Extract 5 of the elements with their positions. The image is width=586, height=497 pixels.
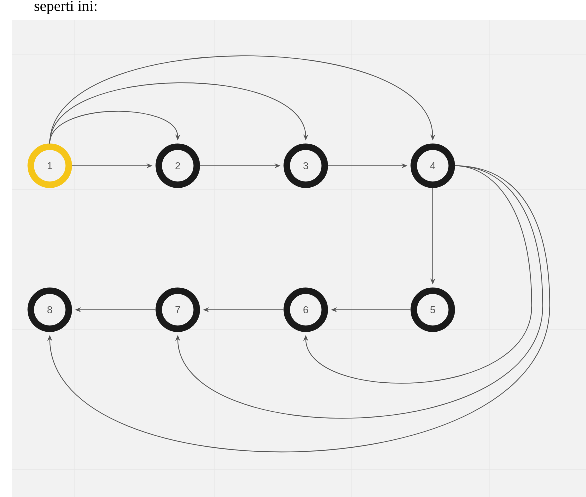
arrow [303, 166, 532, 384]
arrow [50, 56, 436, 144]
arrow [47, 166, 550, 452]
caption-text: seperti ini: [34, 1, 97, 14]
arrow [175, 166, 544, 418]
